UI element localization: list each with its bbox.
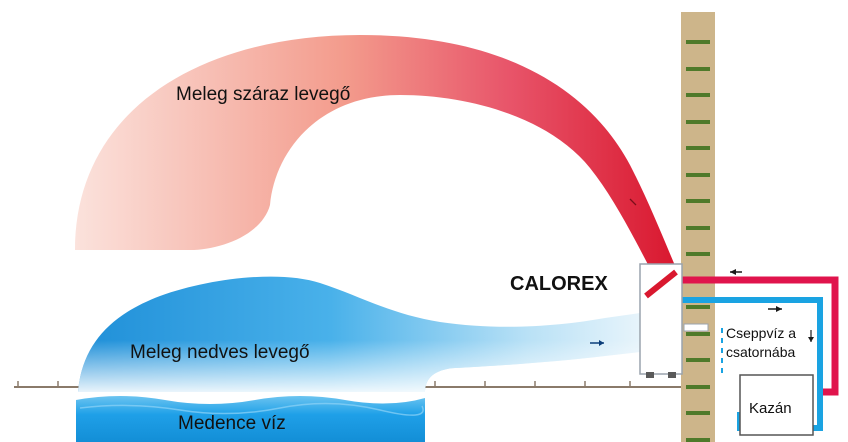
- wall-mark: [686, 199, 710, 203]
- wall-mark: [686, 385, 710, 389]
- wall-mark: [686, 332, 710, 336]
- wall-mark: [686, 305, 710, 309]
- boiler-label: Kazán: [749, 400, 792, 417]
- warm-humid-air-label: Meleg nedves levegő: [130, 342, 310, 363]
- condensate-label-line1: Cseppvíz a: [726, 325, 796, 341]
- calorex-label: CALOREX: [510, 273, 608, 295]
- hot-water-pipe: [668, 269, 839, 396]
- wall-mark: [686, 120, 710, 124]
- wall-mark: [686, 358, 710, 362]
- pool-water-label: Medence víz: [178, 413, 286, 434]
- condensate-label-line2: csatornába: [726, 344, 795, 360]
- wall-mark: [686, 411, 710, 415]
- wall-mark: [686, 40, 710, 44]
- warm-dry-air-label: Meleg száraz levegő: [176, 84, 350, 105]
- boiler: [739, 374, 814, 436]
- wall-mark: [686, 67, 710, 71]
- wall-mark: [686, 438, 710, 442]
- pool-water: [76, 396, 425, 442]
- wall-mark: [686, 226, 710, 230]
- warm-humid-air-flow: [78, 276, 640, 392]
- warm-dry-air-flow: [75, 35, 676, 276]
- wall-mark: [686, 252, 710, 256]
- wall-mark: [686, 93, 710, 97]
- calorex-unit: [639, 263, 709, 378]
- wall: [681, 12, 715, 442]
- wall-mark: [686, 146, 710, 150]
- wall-mark: [686, 173, 710, 177]
